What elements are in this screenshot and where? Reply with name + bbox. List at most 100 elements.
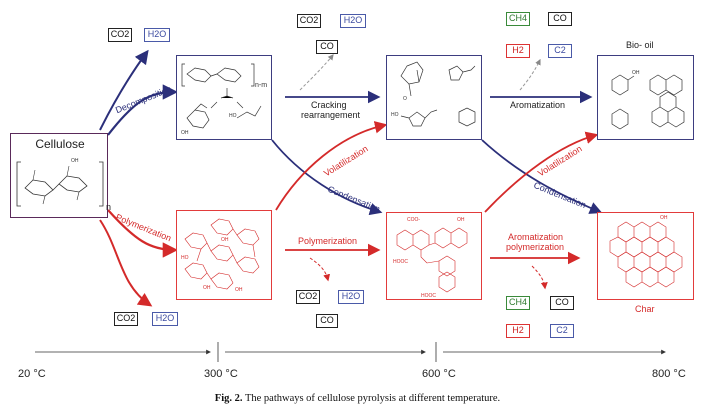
bio-oil-label: Bio- oil (626, 40, 654, 50)
cracking-label-line1: Cracking (311, 100, 347, 110)
caption-text: The pathways of cellulose pyrolysis at d… (244, 393, 501, 404)
polymerization-mid-gas-arrow (309, 257, 331, 282)
polymerization-mid-label: Polymerization (298, 236, 358, 246)
gas-co-top-mid: CO (316, 40, 338, 54)
polymer-oh-label-2: OH (203, 285, 211, 291)
decomposition-ho-label: HO (229, 113, 237, 119)
polymer-ho-label: HO (181, 255, 189, 261)
char-box: OH (597, 212, 694, 300)
cracking-products-structure (400, 61, 476, 127)
decomposition-gas-arrow (99, 49, 149, 131)
polymerization-gas-arrow (99, 219, 153, 307)
temperature-value: 300 (204, 368, 223, 380)
temperature-unit: °C (33, 368, 46, 380)
gas-label: CO (553, 13, 567, 23)
aromatic-compounds-structure (611, 74, 685, 130)
gas-co2-bottom-mid: CO2 (296, 290, 320, 304)
cross-linked-polymer-structure (184, 218, 260, 290)
gas-h2o-top-left: H2O (144, 28, 170, 42)
cracking-ho-label: HO (391, 112, 399, 118)
decomposition-arrow (107, 84, 179, 136)
gas-label: CO (320, 315, 334, 325)
temperature-unit: °C (225, 368, 238, 380)
condensation-mid-arrow (271, 139, 383, 216)
gas-co-top-right: CO (548, 12, 572, 26)
gas-ch4-top-right: CH4 (506, 12, 530, 26)
bio-oil-box: OH (597, 55, 694, 140)
gas-h2o-bottom-left: H2O (152, 312, 178, 326)
temperature-300: 300 °C (204, 368, 238, 380)
gas-label: CO (320, 41, 334, 51)
gas-label: CH4 (508, 297, 527, 307)
polymer-oh-label-3: OH (235, 287, 243, 293)
arom-poly-label-line2: polymerization (506, 242, 565, 252)
polymer-oh-label-1: OH (221, 237, 229, 243)
caption-label: Fig. 2. (214, 393, 243, 404)
condensation-right-arrow (481, 139, 603, 214)
temperature-unit: °C (673, 368, 686, 380)
arom-poly-label-line1: Aromatization (508, 232, 564, 242)
gas-h2-top-right: H2 (506, 44, 530, 58)
gas-label: C2 (554, 45, 566, 55)
temperature-unit: °C (443, 368, 456, 380)
gas-label: H2 (512, 325, 524, 335)
cellulose-structure (16, 161, 104, 207)
cellulose-oh-label: OH (71, 158, 79, 164)
figure-caption: Fig. 2. The pathways of cellulose pyroly… (0, 393, 715, 404)
cellulose-n-label: n (106, 202, 112, 212)
gas-label: CO2 (299, 15, 319, 25)
cellulose-title: Cellulose (35, 137, 85, 151)
arom-poly-gas-arrow (531, 265, 548, 290)
gas-label: H2 (512, 45, 524, 55)
gas-ch4-bottom-right: CH4 (506, 296, 530, 310)
cracking-product-box: HO O (386, 55, 482, 140)
gas-label: CO2 (110, 29, 130, 39)
bio-oil-oh-label: OH (632, 70, 640, 76)
aromatization-label: Aromatization (510, 100, 566, 110)
cracking-label-line2: rearrangement (301, 110, 361, 120)
gas-label: CO (555, 297, 569, 307)
gas-h2-bottom-right: H2 (506, 324, 530, 338)
gas-label: CO2 (116, 313, 136, 323)
polymer-box: OH OH OH HO (176, 210, 272, 300)
char-label: Char (635, 304, 655, 314)
gas-co2-bottom-left: CO2 (114, 312, 138, 326)
decomposition-nm-label: n-m (255, 82, 268, 89)
temperature-value: 20 (18, 368, 31, 380)
condensed-hooc-label-1: HOOC (393, 259, 408, 265)
volatilization-right-arrow (484, 131, 599, 213)
gas-co-bottom-mid: CO (316, 314, 338, 328)
temperature-600: 600 °C (422, 368, 456, 380)
condensed-oh-label: OH (457, 217, 465, 223)
condensed-aromatic-box: COO- HOOC HOOC OH (386, 212, 482, 300)
gas-label: H2O (147, 29, 167, 39)
volatilization-mid-arrow (275, 121, 388, 211)
levoglucosan-structure (181, 63, 262, 129)
gas-co2-top-left: CO2 (108, 28, 132, 42)
temperature-value: 800 (652, 368, 671, 380)
gas-label: C2 (556, 325, 568, 335)
char-oh-label: OH (660, 215, 668, 221)
char-structure (609, 221, 683, 288)
cracking-gas-arrow (299, 54, 334, 91)
gas-h2o-top-mid: H2O (340, 14, 366, 28)
gas-co-bottom-right: CO (550, 296, 574, 310)
gas-label: H2O (343, 15, 363, 25)
temperature-20: 20 °C (18, 368, 46, 380)
condensed-coo-label: COO- (407, 217, 421, 223)
cracking-o-label: O (403, 96, 407, 102)
gas-co2-top-mid: CO2 (297, 14, 321, 28)
gas-c2-top-right: C2 (548, 44, 572, 58)
gas-h2o-bottom-mid: H2O (338, 290, 364, 304)
polymerization-left-arrow (107, 209, 179, 258)
aromatization-gas-arrow (519, 58, 541, 91)
gas-label: CO2 (298, 291, 318, 301)
cellulose-box: Cellulose OH n (10, 133, 112, 218)
condensed-aromatic-structure (396, 227, 468, 293)
gas-label: H2O (155, 313, 175, 323)
decomposition-product-box: n-m HO OH (176, 55, 272, 140)
gas-label: H2O (341, 291, 361, 301)
temperature-800: 800 °C (652, 368, 686, 380)
temperature-value: 600 (422, 368, 441, 380)
